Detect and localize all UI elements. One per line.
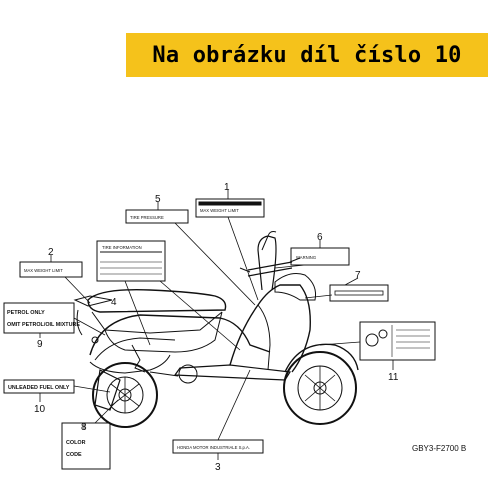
callout-9: 9 xyxy=(37,339,43,350)
label-5-text: TIRE PRESSURE xyxy=(130,215,164,220)
diagram-code: GBY3-F2700 B xyxy=(412,444,466,453)
callout-4: 4 xyxy=(111,297,117,308)
callout-1: 1 xyxy=(224,182,230,193)
label-10-text: UNLEADED FUEL ONLY xyxy=(8,385,70,391)
label-4-text: TIRE INFORMATION xyxy=(102,245,142,250)
label-8-color: COLOR xyxy=(66,440,86,446)
callout-10: 10 xyxy=(34,404,46,415)
callout-8: 8 xyxy=(81,422,87,433)
label-3-text: HONDA MOTOR INDUSTRIALE S.p.A. xyxy=(177,445,250,450)
banner-text: Na obrázku díl číslo 10 xyxy=(152,42,462,68)
callout-2: 2 xyxy=(48,247,54,258)
label-box-7 xyxy=(329,284,389,302)
label-9-line2: OMIT PETROL/OIL MIXTURE xyxy=(7,322,80,328)
leader-lines xyxy=(39,190,394,460)
callout-7: 7 xyxy=(355,270,361,281)
label-9-line1: PETROL ONLY xyxy=(7,310,45,316)
label-1-text: MAX WEIGHT LIMIT xyxy=(200,208,239,213)
label-box-5 xyxy=(125,209,189,224)
part-number-banner: Na obrázku díl číslo 10 xyxy=(126,33,488,77)
label-box-10 xyxy=(3,379,75,394)
label-box-4 xyxy=(96,240,166,282)
label-6-text: WARNING xyxy=(296,255,316,260)
callout-3: 3 xyxy=(215,462,221,473)
label-8-code: CODE xyxy=(66,452,82,458)
label-box-1 xyxy=(195,198,265,218)
callout-5: 5 xyxy=(155,194,161,205)
label-box-11 xyxy=(359,321,436,361)
scooter-drawing xyxy=(73,231,359,428)
callout-6: 6 xyxy=(317,232,323,243)
label-box-8 xyxy=(61,422,111,470)
label-2-text: MAX WEIGHT LIMIT xyxy=(24,268,63,273)
callout-11: 11 xyxy=(388,372,399,383)
label-box-9 xyxy=(3,302,75,334)
